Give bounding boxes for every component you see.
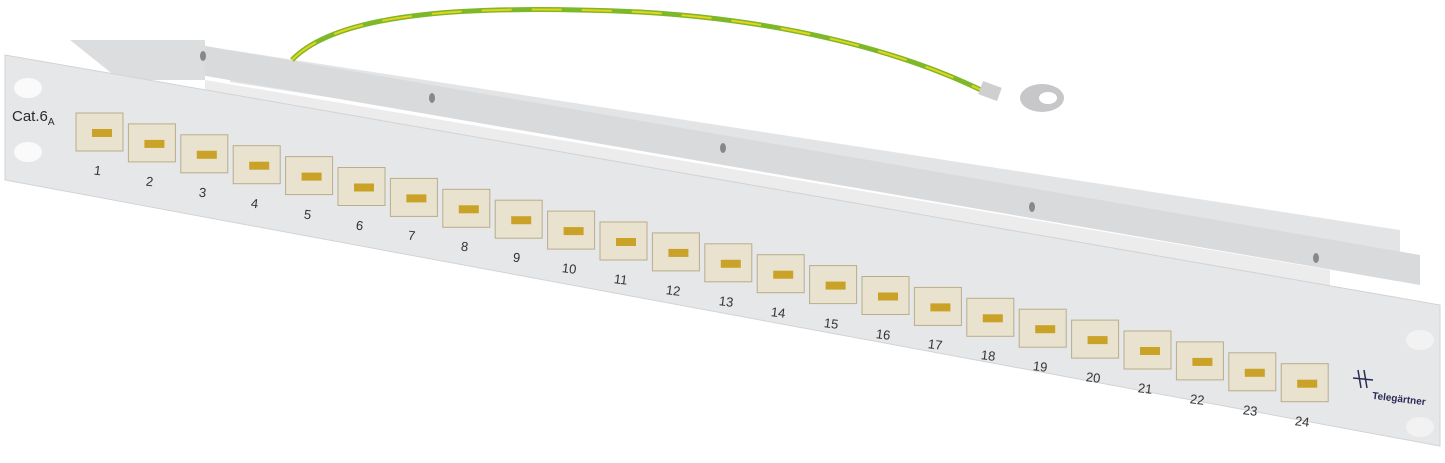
port-number-label: 10: [560, 260, 577, 277]
port-number-label: 5: [302, 206, 312, 222]
telegartner-logo-icon: [1352, 369, 1374, 389]
rj45-port: [180, 134, 229, 174]
port-number-label: 13: [717, 292, 735, 310]
mount-hole: [14, 78, 42, 98]
port-number-label: 23: [1241, 401, 1259, 419]
port-number-label: 15: [822, 314, 839, 332]
port-number-label: 14: [770, 303, 787, 321]
port-number-label: 24: [1294, 412, 1311, 430]
mount-hole: [1406, 417, 1434, 437]
category-label: Cat.6A: [12, 108, 55, 128]
mount-hole: [1406, 330, 1434, 350]
port-number-label: 3: [197, 184, 207, 201]
port-number-label: 11: [613, 271, 629, 288]
rj45-port: [75, 112, 124, 152]
port-number-label: 21: [1137, 380, 1154, 397]
port-number-label: 19: [1032, 358, 1049, 376]
port-number-label: 17: [927, 336, 944, 354]
mount-hole: [14, 142, 42, 162]
port-number-label: 12: [665, 282, 682, 299]
rj45-port: [704, 243, 753, 283]
port-number-label: 22: [1189, 391, 1206, 408]
port-number-label: 20: [1084, 369, 1101, 386]
port-number-label: 16: [875, 325, 892, 343]
rj45-port: [285, 156, 334, 196]
port-number-label: 18: [979, 347, 997, 365]
